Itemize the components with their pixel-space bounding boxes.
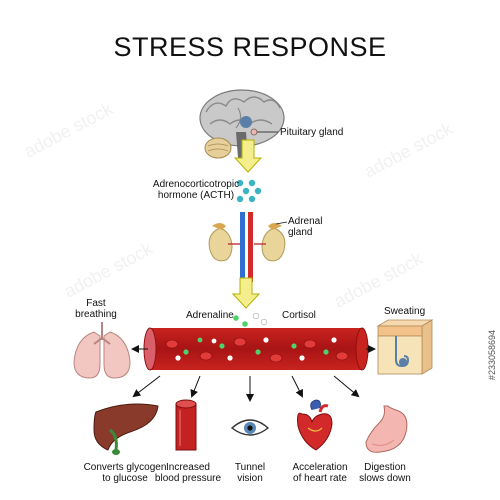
fast-breathing-label-line1: Fast (86, 298, 106, 309)
fast-breathing-label-line2: breathing (75, 309, 117, 320)
cortisol-label: Cortisol (282, 310, 316, 321)
effect-label-glycogen-line2: to glucose (102, 473, 148, 484)
effect-label-heart-rate-line2: of heart rate (293, 473, 347, 484)
acth-dots (236, 179, 262, 203)
liver-icon (93, 403, 159, 455)
effect-arrows (132, 375, 360, 402)
adrenal-gland-label-line2: gland (288, 227, 313, 238)
pituitary-gland-label: Pituitary gland (280, 127, 344, 138)
sweating-label: Sweating (384, 306, 426, 317)
skin-icon (376, 319, 434, 375)
effect-label-digestion-line2: slows down (359, 473, 411, 484)
effect-label-tunnel-vision-line1: Tunnel (234, 462, 266, 473)
effect-label-blood-pressure-line2: blood pressure (154, 473, 222, 484)
adrenaline-label: Adrenaline (186, 310, 234, 321)
blood-vessel (143, 327, 369, 371)
heart-icon (297, 399, 333, 451)
arrow-down-2 (231, 277, 261, 309)
hormone-dots (233, 312, 268, 327)
brain-icon (199, 89, 285, 159)
adrenal-gland-label-line1: Adrenal (288, 216, 323, 227)
artery-icon (175, 399, 197, 451)
acth-label-line2: hormone (ACTH) (157, 190, 235, 201)
effect-label-tunnel-vision-line2: vision (237, 473, 263, 484)
page-title: STRESS RESPONSE (113, 32, 387, 62)
kidney-icon (208, 212, 288, 282)
arrow-down-1 (233, 139, 263, 173)
stock-id: #233058694 (487, 330, 497, 381)
lungs-icon (73, 322, 131, 379)
effect-label-heart-rate-line1: Acceleration (292, 462, 348, 473)
stomach-icon (365, 405, 408, 453)
eye-icon (230, 419, 270, 436)
effect-label-blood-pressure-line1: Increased (166, 462, 210, 473)
effect-label-glycogen-line1: Converts glycogen (83, 462, 167, 473)
effect-label-digestion-line1: Digestion (364, 462, 406, 473)
acth-label-line1: Adrenocorticotropic (152, 179, 240, 190)
